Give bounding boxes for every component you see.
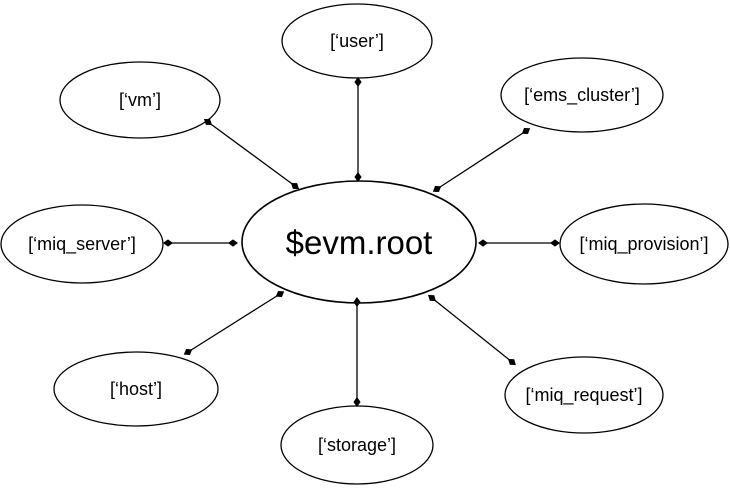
node-ems-cluster: [‘ems_cluster’] [500,57,664,133]
connector-evm-root-ems-cluster [432,127,531,193]
connector-evm-root-miq-request [428,294,516,366]
node-user-label: [‘user’] [330,31,384,51]
node-vm: [‘vm’] [59,61,221,139]
node-miq-request-ellipse [504,356,664,434]
connectors [163,77,560,407]
nodes: [‘user’] [‘vm’] [‘ems_cluster’] [‘miq_se… [0,3,729,485]
node-miq-provision-ellipse [559,203,729,285]
node-host: [‘host’] [53,351,219,427]
node-ems-cluster-label: [‘ems_cluster’] [524,85,640,106]
node-miq-provision: [‘miq_provision’] [559,203,729,285]
node-vm-ellipse [59,61,221,139]
node-host-ellipse [53,351,219,427]
node-miq-server-label: [‘miq_server’] [28,234,136,255]
node-ems-cluster-ellipse [500,57,664,133]
node-storage: [‘storage’] [280,405,434,485]
node-miq-request-label: [‘miq_request’] [525,385,642,406]
connector-evm-root-vm [203,119,300,189]
node-host-label: [‘host’] [110,379,162,399]
node-miq-request: [‘miq_request’] [504,356,664,434]
node-evm-root-label: $evm.root [286,224,433,261]
node-miq-provision-label: [‘miq_provision’] [579,234,708,255]
node-miq-server: [‘miq_server’] [0,204,164,284]
connector-evm-root-host [183,290,285,356]
node-storage-label: [‘storage’] [318,435,396,455]
node-evm-root: $evm.root [241,180,477,304]
node-user: [‘user’] [281,3,433,79]
node-vm-label: [‘vm’] [119,90,161,110]
